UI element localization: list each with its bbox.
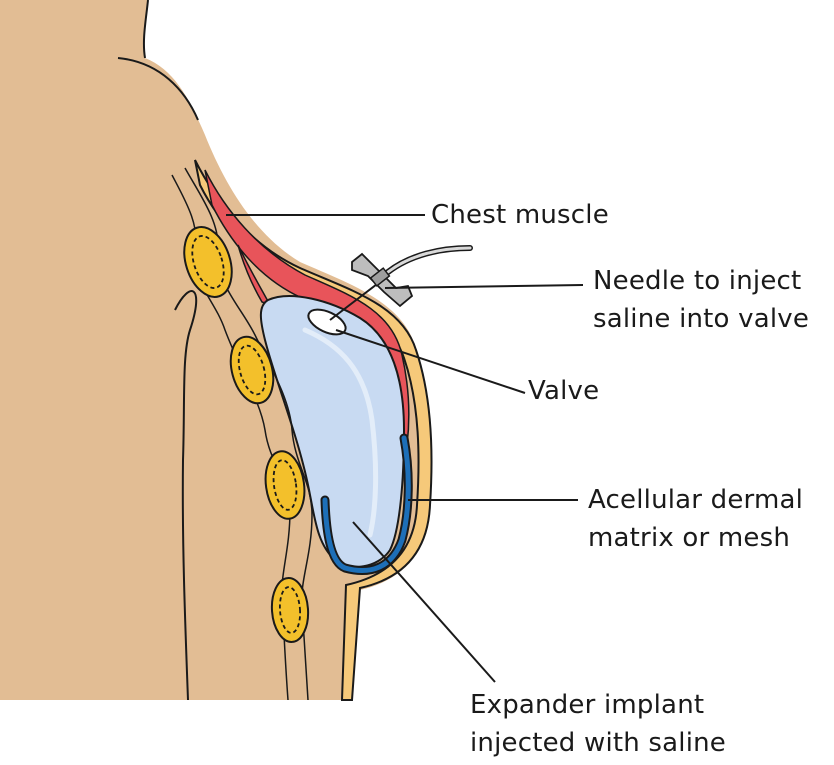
label-needle-line2: saline into valve [593,302,809,336]
needle-tubing-inner [388,248,470,272]
label-expander-line1: Expander implant [470,688,704,722]
label-needle-line1: Needle to inject [593,264,801,298]
leader-needle [385,285,583,288]
label-matrix-line1: Acellular dermal [588,483,803,517]
label-chest-muscle: Chest muscle [431,198,609,232]
label-matrix-line2: matrix or mesh [588,521,790,555]
label-valve: Valve [528,374,599,408]
label-expander-line2: injected with saline [470,726,726,760]
leader-expander [353,522,495,682]
